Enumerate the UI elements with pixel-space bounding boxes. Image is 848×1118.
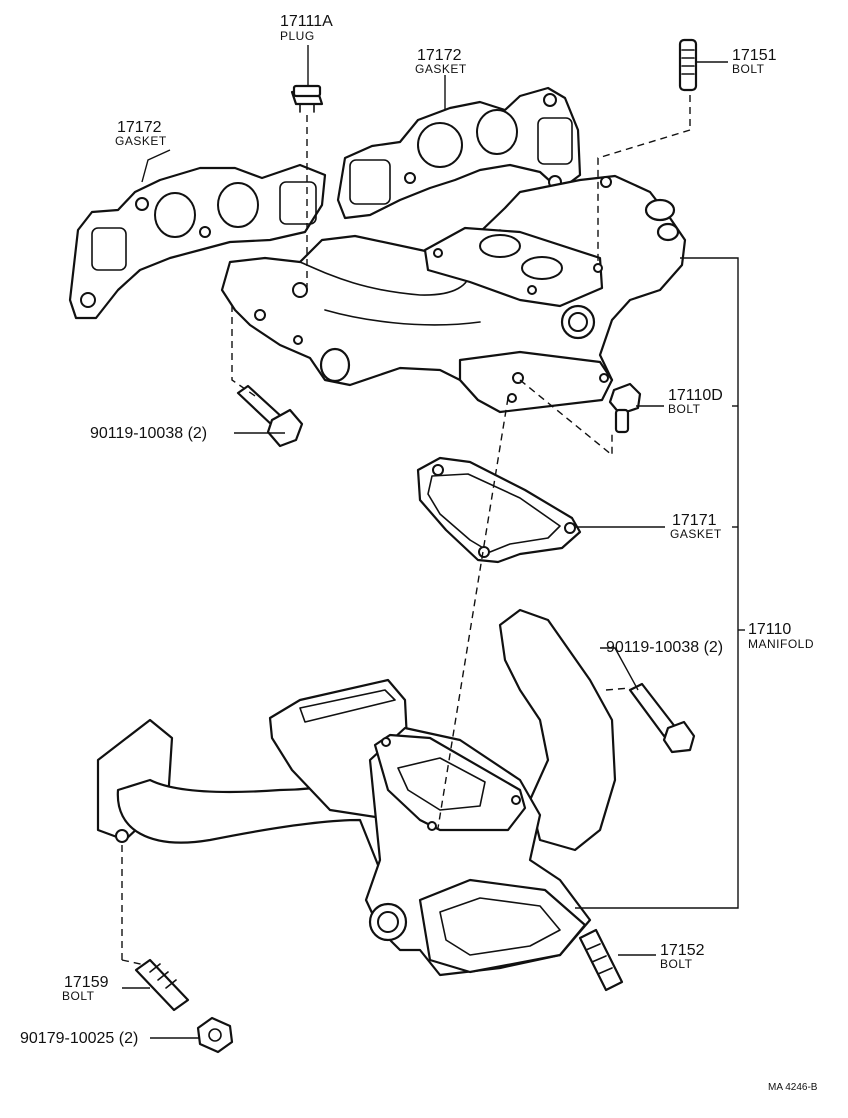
callout-name: PLUG [280,29,315,43]
callout-bolt-17110d: 17110D BOLT [668,387,723,416]
bolt-90119-lower [628,682,696,754]
callout-number: 90119-10038 (2) [606,639,723,656]
callout-name: BOLT [62,989,95,1003]
callout-manifold: 17110 MANIFOLD [748,621,814,651]
callout-gasket-left: 17172 GASKET [115,119,167,148]
callout-number: 17110 [748,621,791,638]
callout-name: GASKET [670,527,722,541]
callout-bolt-90119-upper: 90119-10038 (2) [90,425,207,442]
callout-plug: 17111A PLUG [280,13,333,43]
callout-number: 17172 [417,47,462,64]
callout-nut-90179: 90179-10025 (2) [20,1030,138,1047]
intake-manifold-upper [220,174,687,414]
callout-number: 17111A [280,13,333,30]
leader-lines [122,45,745,1039]
callout-number: 17110D [668,387,723,404]
callout-number: 17171 [672,512,717,529]
callout-name: BOLT [732,62,765,76]
callout-name: GASKET [115,134,167,148]
callout-bolt-17151: 17151 BOLT [732,47,777,76]
drawing-code: MA 4246-B [768,1082,818,1093]
callout-number: 90119-10038 (2) [90,425,207,442]
assembly-lines [121,95,691,966]
bolt-17152 [578,928,624,992]
bolt-17159 [134,958,190,1012]
callout-number: 17172 [117,119,162,136]
bolt-90119-upper [236,384,304,448]
bolt-17151 [678,38,698,92]
callout-name: GASKET [415,62,467,76]
gasket-17171 [416,456,582,564]
callout-bolt-17152: 17152 BOLT [660,942,705,971]
exhaust-manifold-lower [96,608,617,977]
bolt-17110d [608,382,642,434]
callout-number: 90179-10025 (2) [20,1030,138,1047]
gasket-17172-left [68,163,327,320]
plug-17111a [290,84,324,113]
callout-gasket-top: 17172 GASKET [415,47,467,76]
callout-name: MANIFOLD [748,637,814,651]
callout-number: 17159 [64,974,109,991]
callout-number: 17152 [660,942,705,959]
callout-number: 17151 [732,47,777,64]
callout-bolt-17159: 17159 BOLT [62,974,109,1003]
callout-name: BOLT [660,957,693,971]
callout-name: BOLT [668,402,701,416]
nut-90179 [196,1016,234,1054]
callout-bolt-90119-lower: 90119-10038 (2) [606,639,723,656]
callout-gasket-17171: 17171 GASKET [670,512,722,541]
